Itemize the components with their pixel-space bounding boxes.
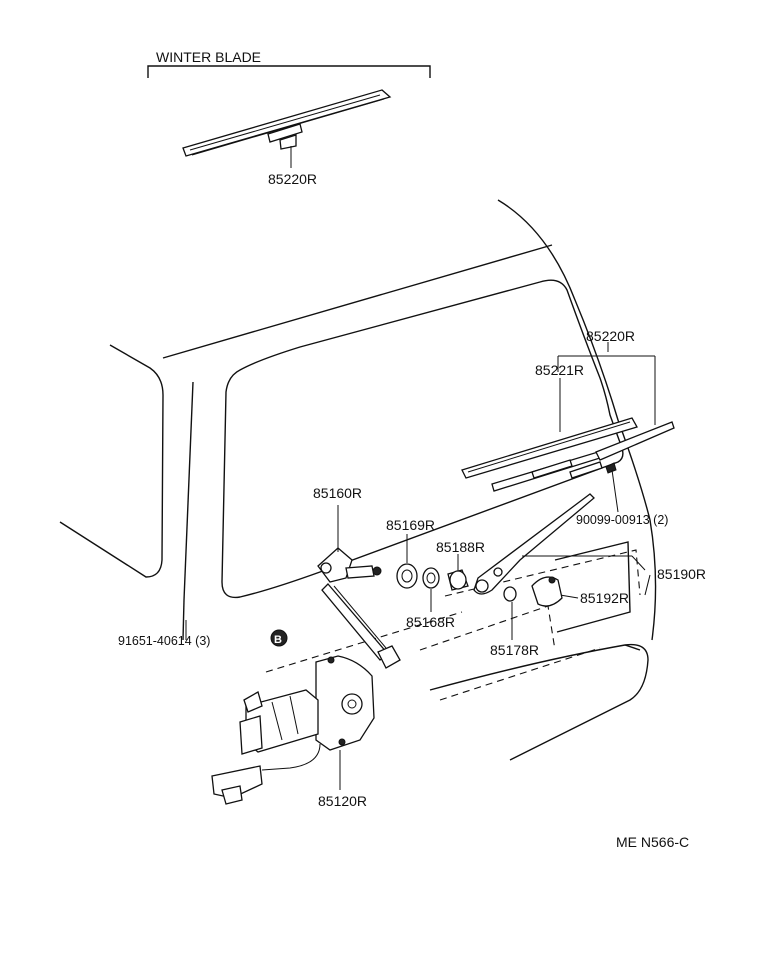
callout-wiper-blade: 85220R xyxy=(586,328,635,344)
callout-bolt: 91651-40614 (3) xyxy=(118,634,210,648)
wiper-blade-drawing xyxy=(461,417,675,492)
callout-bushing-a: 85169R xyxy=(386,517,435,533)
callout-motor: 85120R xyxy=(318,793,367,809)
pivot-drawing xyxy=(317,547,401,669)
nut-drawing xyxy=(503,586,517,602)
wiper-arm-drawing xyxy=(473,493,595,595)
bushing-b-drawing xyxy=(447,569,469,591)
bushing-a-drawing xyxy=(396,563,418,589)
winter-blade-drawing xyxy=(182,89,392,157)
callout-blade-rubber: 85221R xyxy=(535,362,584,378)
leaders-upper-right xyxy=(522,342,656,599)
callout-bushing-b: 85188R xyxy=(436,539,485,555)
callout-cap: 85192R xyxy=(580,590,629,606)
motor-drawing xyxy=(211,655,375,805)
winter-blade-label: WINTER BLADE xyxy=(156,49,261,65)
drawing-code: ME N566-C xyxy=(616,834,689,850)
cap-drawing xyxy=(531,576,563,607)
callout-arm-screw: 90099-00913 (2) xyxy=(576,513,668,527)
callout-wiper-arm: 85190R xyxy=(657,566,706,582)
callout-pivot: 85160R xyxy=(313,485,362,501)
winter-blade-bracket xyxy=(147,65,431,78)
callout-nut: 85178R xyxy=(490,642,539,658)
bolt-marker-icon xyxy=(270,629,288,647)
washer-drawing xyxy=(422,567,440,589)
callout-winter-blade: 85220R xyxy=(268,171,317,187)
callout-washer: 85168R xyxy=(406,614,455,630)
bolt-marker-letter: B xyxy=(274,634,282,646)
